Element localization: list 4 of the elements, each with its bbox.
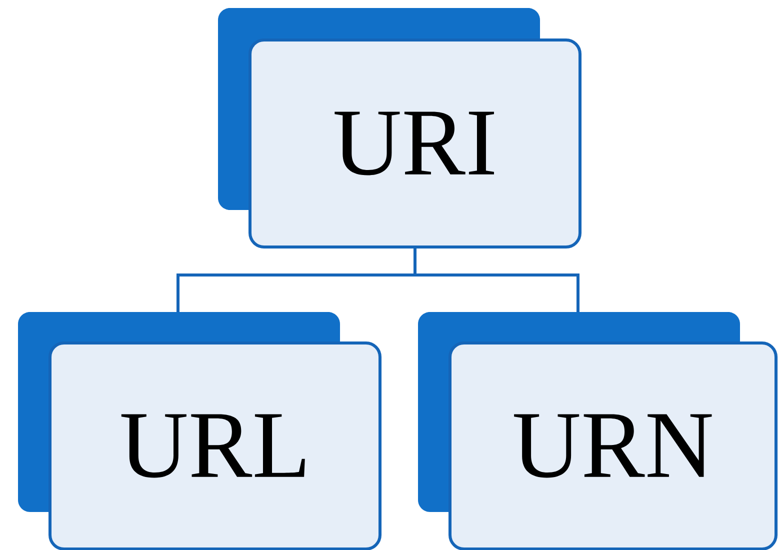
connector-line: [414, 248, 580, 312]
stacked-card: URL: [18, 312, 382, 550]
stacked-card: URN: [418, 312, 778, 550]
stacked-card: URI: [218, 8, 582, 248]
